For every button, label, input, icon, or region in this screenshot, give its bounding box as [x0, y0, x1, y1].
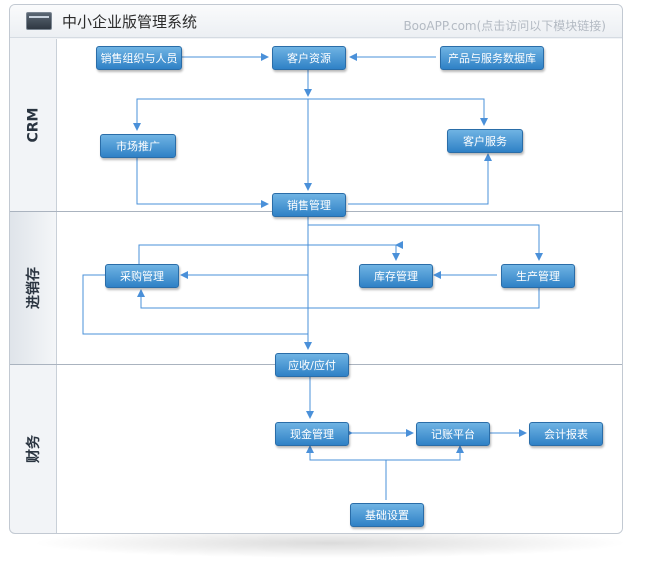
- site-link[interactable]: BooAPP.com(点击访问以下模块链接): [403, 19, 606, 33]
- node-product-db[interactable]: 产品与服务数据库: [440, 46, 544, 70]
- node-production-mgmt[interactable]: 生产管理: [501, 264, 575, 288]
- node-basic-settings[interactable]: 基础设置: [350, 503, 424, 527]
- node-accounting-reports[interactable]: 会计报表: [529, 422, 603, 446]
- node-customer-service[interactable]: 客户服务: [447, 129, 523, 153]
- node-ledger-platform[interactable]: 记账平台: [416, 422, 490, 446]
- edge-sales-to-production: [307, 216, 543, 261]
- edge-sales-to-service: [348, 153, 492, 205]
- monitor-icon: [26, 12, 52, 30]
- edge-production-to-purchase: [137, 288, 540, 309]
- edge-basic-to-ledger: [386, 445, 464, 461]
- node-inventory-mgmt[interactable]: 库存管理: [359, 264, 433, 288]
- node-sales-mgmt[interactable]: 销售管理: [272, 193, 346, 217]
- lane-label-inventory: 进销存: [10, 212, 56, 364]
- node-receivable-payable[interactable]: 应收/应付: [275, 353, 349, 377]
- edge-purchase-loop: [82, 274, 308, 335]
- edge-to-marketing: [133, 98, 308, 131]
- node-sales-org[interactable]: 销售组织与人员: [96, 46, 182, 70]
- node-purchase-mgmt[interactable]: 采购管理: [105, 264, 179, 288]
- edge-marketing-to-sales: [136, 156, 269, 208]
- connector-lines: [82, 53, 543, 500]
- node-customer-resources[interactable]: 客户资源: [272, 46, 346, 70]
- diagram-frame: 中小企业版管理系统 BooAPP.com(点击访问以下模块链接) CRM 进销存…: [9, 4, 623, 534]
- edge-to-customer-service: [308, 98, 488, 126]
- edge-basic-to-cash: [306, 445, 387, 500]
- node-marketing[interactable]: 市场推广: [100, 134, 176, 158]
- page-title: 中小企业版管理系统: [62, 13, 198, 31]
- node-cash-mgmt[interactable]: 现金管理: [275, 422, 349, 446]
- title-bar: 中小企业版管理系统 BooAPP.com(点击访问以下模块链接): [10, 5, 622, 38]
- edge-to-inventory: [138, 241, 403, 265]
